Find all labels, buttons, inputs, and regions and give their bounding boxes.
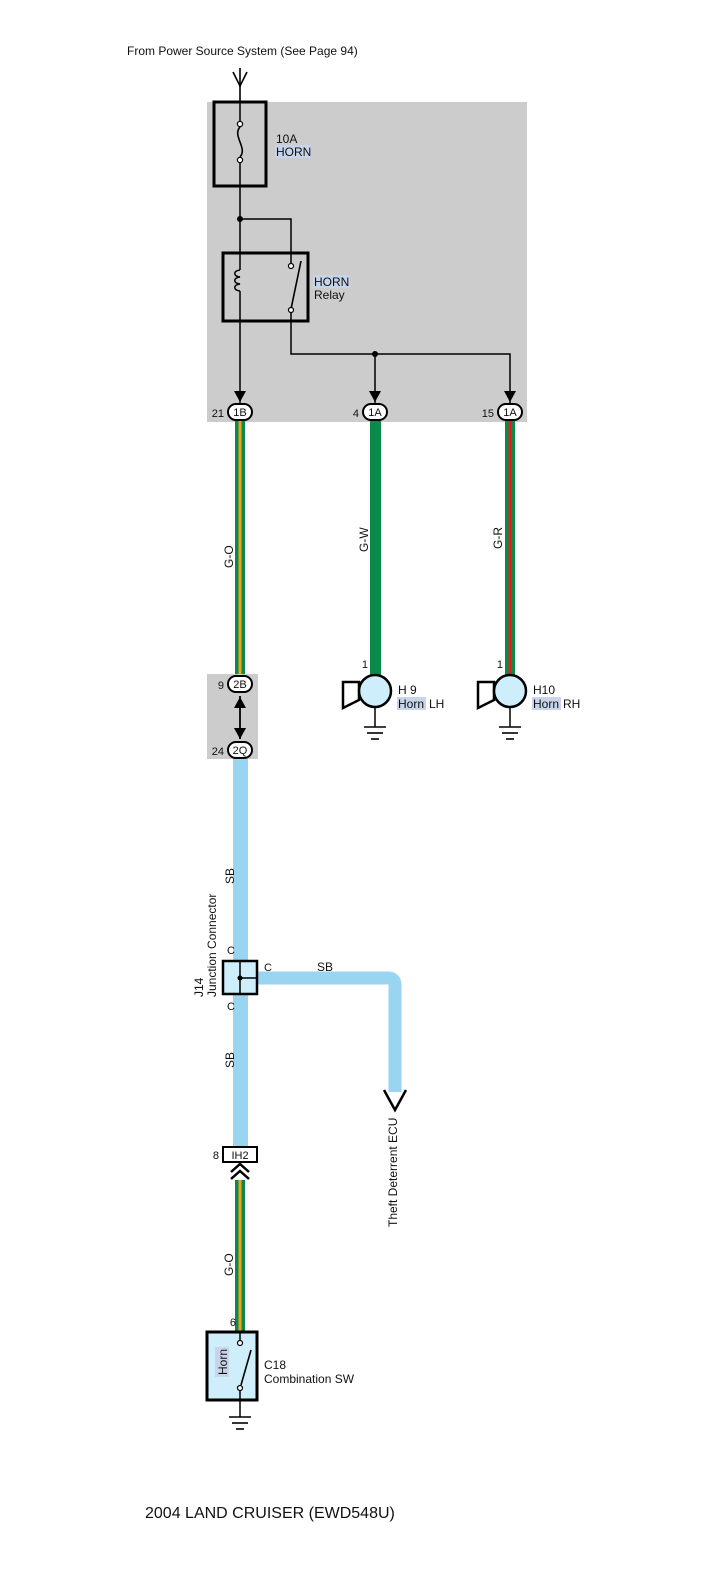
connector-1b-pin: 21 xyxy=(212,408,224,420)
connector-2q-label: 2Q xyxy=(233,745,248,757)
block-internal-wires xyxy=(234,321,516,404)
j14-pin-bottom: C xyxy=(227,1001,235,1013)
horn-rh-code: H10 xyxy=(533,683,555,697)
wire-g-r xyxy=(505,421,515,678)
connector-2b-label: 2B xyxy=(233,679,246,691)
horn-lh-code: H 9 xyxy=(398,683,417,697)
connector-2q xyxy=(227,741,253,759)
power-source-arrow xyxy=(232,68,248,102)
relay-name: HORN xyxy=(314,275,349,289)
connector-1a-lh xyxy=(362,403,388,421)
connector-1a-rh-pin: 15 xyxy=(482,408,494,420)
horn-rh-side: RH xyxy=(563,697,580,711)
wire-g-w-label: G-W xyxy=(357,527,371,552)
wire-sb-upper-label: SB xyxy=(223,868,237,884)
j14-code: J14 xyxy=(192,977,206,997)
connector-2b xyxy=(227,675,253,693)
j14-pin-right: C xyxy=(264,962,272,974)
wire-sb-lower-label: SB xyxy=(223,1052,237,1068)
connector-ih2-label: IH2 xyxy=(231,1150,248,1162)
wire-g-o-upper-label: G-O xyxy=(222,545,236,568)
combination-switch-inner-highlight xyxy=(215,1347,229,1377)
horn-lh-name: Horn xyxy=(398,697,424,711)
connector-ih2 xyxy=(222,1146,258,1163)
horn-relay-symbol xyxy=(221,251,310,323)
horn-rh-name-highlight xyxy=(532,697,561,710)
wire-g-o-upper xyxy=(235,421,245,676)
combination-switch-pin: 6 xyxy=(230,1317,236,1329)
connector-ih2-pin: 8 xyxy=(213,1150,219,1162)
wire-sb-branch-label: SB xyxy=(317,960,333,974)
combination-switch-symbol xyxy=(205,1330,259,1430)
combination-switch-name: Combination SW xyxy=(264,1372,355,1386)
j14-name: Junction Connector xyxy=(205,894,219,997)
j14-pin-top: C xyxy=(227,945,235,957)
connector-ih2-arrow xyxy=(230,1162,250,1180)
connector-1a-rh-label: 1A xyxy=(503,407,517,419)
theft-ecu-arrow xyxy=(382,1089,408,1113)
connector-1a-lh-label: 1A xyxy=(368,407,382,419)
wire-sb xyxy=(233,759,402,1147)
fuse-name: HORN xyxy=(276,145,311,159)
junction-connector-j14 xyxy=(221,959,259,996)
connector-1a-lh-pin: 4 xyxy=(353,408,359,420)
combination-switch-code: C18 xyxy=(264,1358,286,1372)
wire-g-r-label: G-R xyxy=(491,527,505,549)
power-source-label: From Power Source System (See Page 94) xyxy=(127,44,358,58)
junction-block-background xyxy=(207,102,527,422)
connector-2b-2q-link xyxy=(234,696,246,739)
wire-g-o-lower-label: G-O xyxy=(222,1253,236,1276)
fuse-name-highlight xyxy=(275,145,311,158)
wire-g-w xyxy=(370,421,381,678)
combination-switch-inner-label: Horn xyxy=(216,1349,230,1375)
wire-g-o-lower xyxy=(235,1180,245,1332)
horn-lh-pin: 1 xyxy=(362,659,368,671)
connector-1a-rh xyxy=(497,403,523,421)
fuse-rating: 10A xyxy=(276,132,297,146)
connector-1b xyxy=(227,403,253,421)
footer-title: 2004 LAND CRUISER (EWD548U) xyxy=(145,1505,395,1522)
relay-name-highlight xyxy=(313,275,350,288)
horn-lh-symbol xyxy=(341,673,393,740)
relay-feed-wire xyxy=(237,186,292,253)
theft-ecu-label: Theft Deterrent ECU xyxy=(386,1118,400,1227)
horn-lh-name-highlight xyxy=(397,697,426,710)
horn-rh-symbol xyxy=(476,673,528,740)
horn-lh-side: LH xyxy=(429,697,444,711)
connector-2q-pin: 24 xyxy=(212,746,224,758)
horn-rh-pin: 1 xyxy=(497,659,503,671)
relay-type: Relay xyxy=(314,288,345,302)
connector-1b-label: 1B xyxy=(233,407,246,419)
connector-2b-pin: 9 xyxy=(218,680,224,692)
horn-rh-name: Horn xyxy=(533,697,559,711)
